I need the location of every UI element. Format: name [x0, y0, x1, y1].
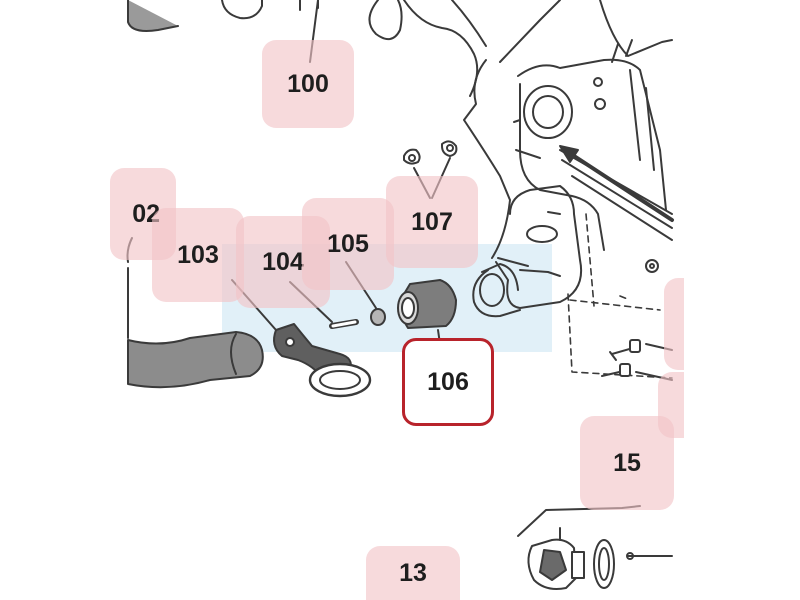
- top-knob-part: [221, 0, 263, 20]
- callout-105[interactable]: 105: [302, 198, 394, 290]
- gasket-part: [593, 539, 615, 589]
- callout-100[interactable]: 100: [262, 40, 354, 128]
- housing-arrow: [566, 150, 674, 222]
- callout-label: 13: [399, 558, 427, 587]
- callout-partial-right-lower: [658, 372, 684, 438]
- callout-partial-right-upper: [664, 278, 684, 370]
- pipe-coupling-part: [472, 269, 521, 318]
- rail-part: [561, 159, 673, 229]
- callout-label: 100: [287, 69, 329, 98]
- callout-label: 106: [427, 367, 469, 396]
- hose-part: [127, 331, 264, 389]
- callout-label: 15: [613, 448, 641, 477]
- top-hose-part: [127, 0, 179, 32]
- callout-107[interactable]: 107: [386, 176, 478, 268]
- callout-106-selected[interactable]: 106: [402, 338, 494, 426]
- callout-label: 107: [411, 207, 453, 236]
- nut-107-right: [441, 140, 458, 157]
- callout-label: 105: [327, 229, 369, 258]
- cable-part: [368, 0, 403, 41]
- ring-103-part: [308, 362, 372, 398]
- main-housing-part: [499, 0, 561, 63]
- nut-107-left: [403, 148, 421, 165]
- housing-plate-part: [495, 185, 582, 309]
- ring-105-part: [370, 308, 386, 326]
- callout-label: 103: [177, 240, 219, 269]
- housing-bearing-part: [523, 85, 573, 139]
- callout-label: 104: [262, 247, 304, 276]
- callout-13[interactable]: 13: [366, 546, 460, 600]
- callout-103[interactable]: 103: [152, 208, 244, 302]
